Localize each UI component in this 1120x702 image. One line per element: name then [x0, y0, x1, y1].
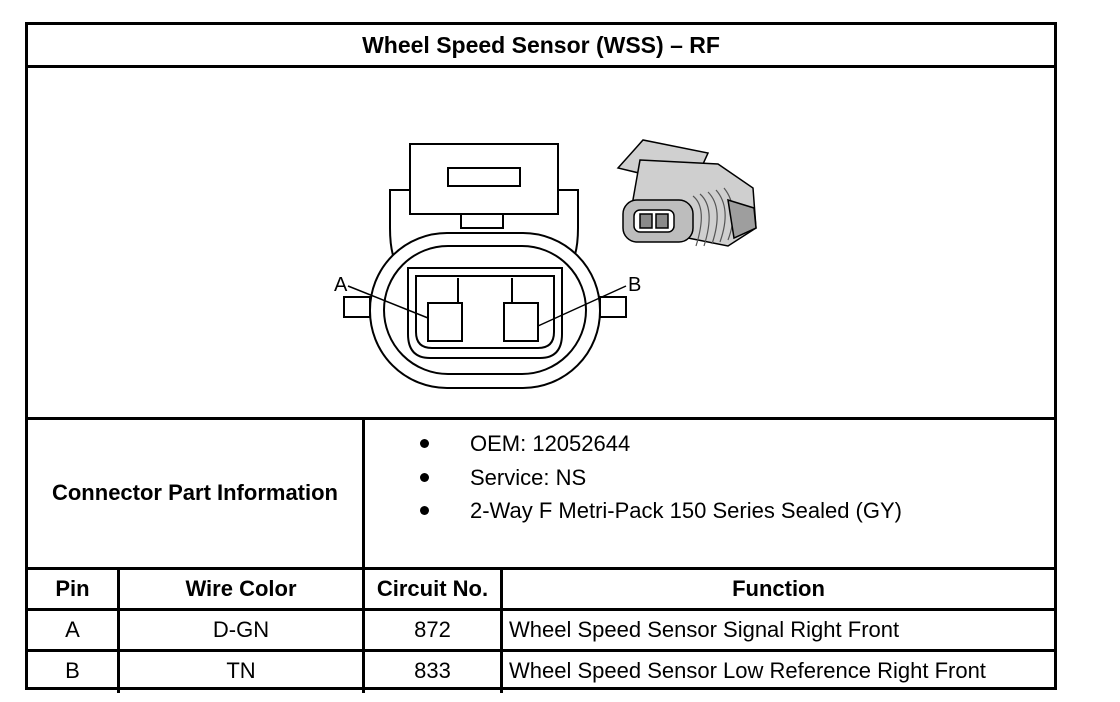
divider [117, 569, 120, 693]
bullet-icon [420, 439, 429, 448]
bullet-icon [420, 506, 429, 515]
table-cell-pin: A [65, 617, 80, 642]
list-item: OEM: 12052644 [408, 428, 902, 462]
divider [28, 608, 1054, 611]
divider [28, 567, 1054, 570]
column-header-wire-color: Wire Color [185, 576, 297, 601]
divider [28, 417, 1054, 420]
divider [28, 649, 1054, 652]
table-cell-pin: B [65, 658, 80, 683]
table-cell-wire-color: D-GN [212, 617, 270, 642]
connector-part-info-label: Connector Part Information [51, 480, 338, 505]
connector-document: Wheel Speed Sensor (WSS) – RF [25, 22, 1057, 693]
divider [500, 569, 503, 693]
divider [28, 65, 1054, 68]
column-header-pin: Pin [55, 576, 90, 601]
bullet-icon [420, 472, 429, 482]
table-cell-function: Wheel Speed Sensor Low Reference Right F… [509, 658, 986, 683]
connector-diagram: A B [28, 68, 1054, 417]
pin-label-a: A [334, 274, 348, 296]
connector-part-info-list: OEM: 12052644 Service: NS 2-Way F Metri-… [408, 428, 902, 529]
column-header-circuit: Circuit No. [376, 576, 489, 601]
list-item: Service: NS [408, 462, 902, 496]
divider [362, 419, 365, 693]
table-cell-wire-color: TN [226, 658, 256, 683]
table-cell-circuit: 872 [414, 617, 451, 642]
connector-face-drawing: A B [334, 139, 757, 389]
page-title: Wheel Speed Sensor (WSS) – RF [362, 32, 720, 58]
table-cell-function: Wheel Speed Sensor Signal Right Front [509, 617, 900, 642]
column-header-function: Function [732, 576, 825, 601]
table-cell-circuit: 833 [414, 658, 451, 683]
pin-label-b: B [628, 274, 641, 296]
list-item: 2-Way F Metri-Pack 150 Series Sealed (GY… [408, 495, 902, 529]
connector-photo-icon [616, 139, 757, 247]
